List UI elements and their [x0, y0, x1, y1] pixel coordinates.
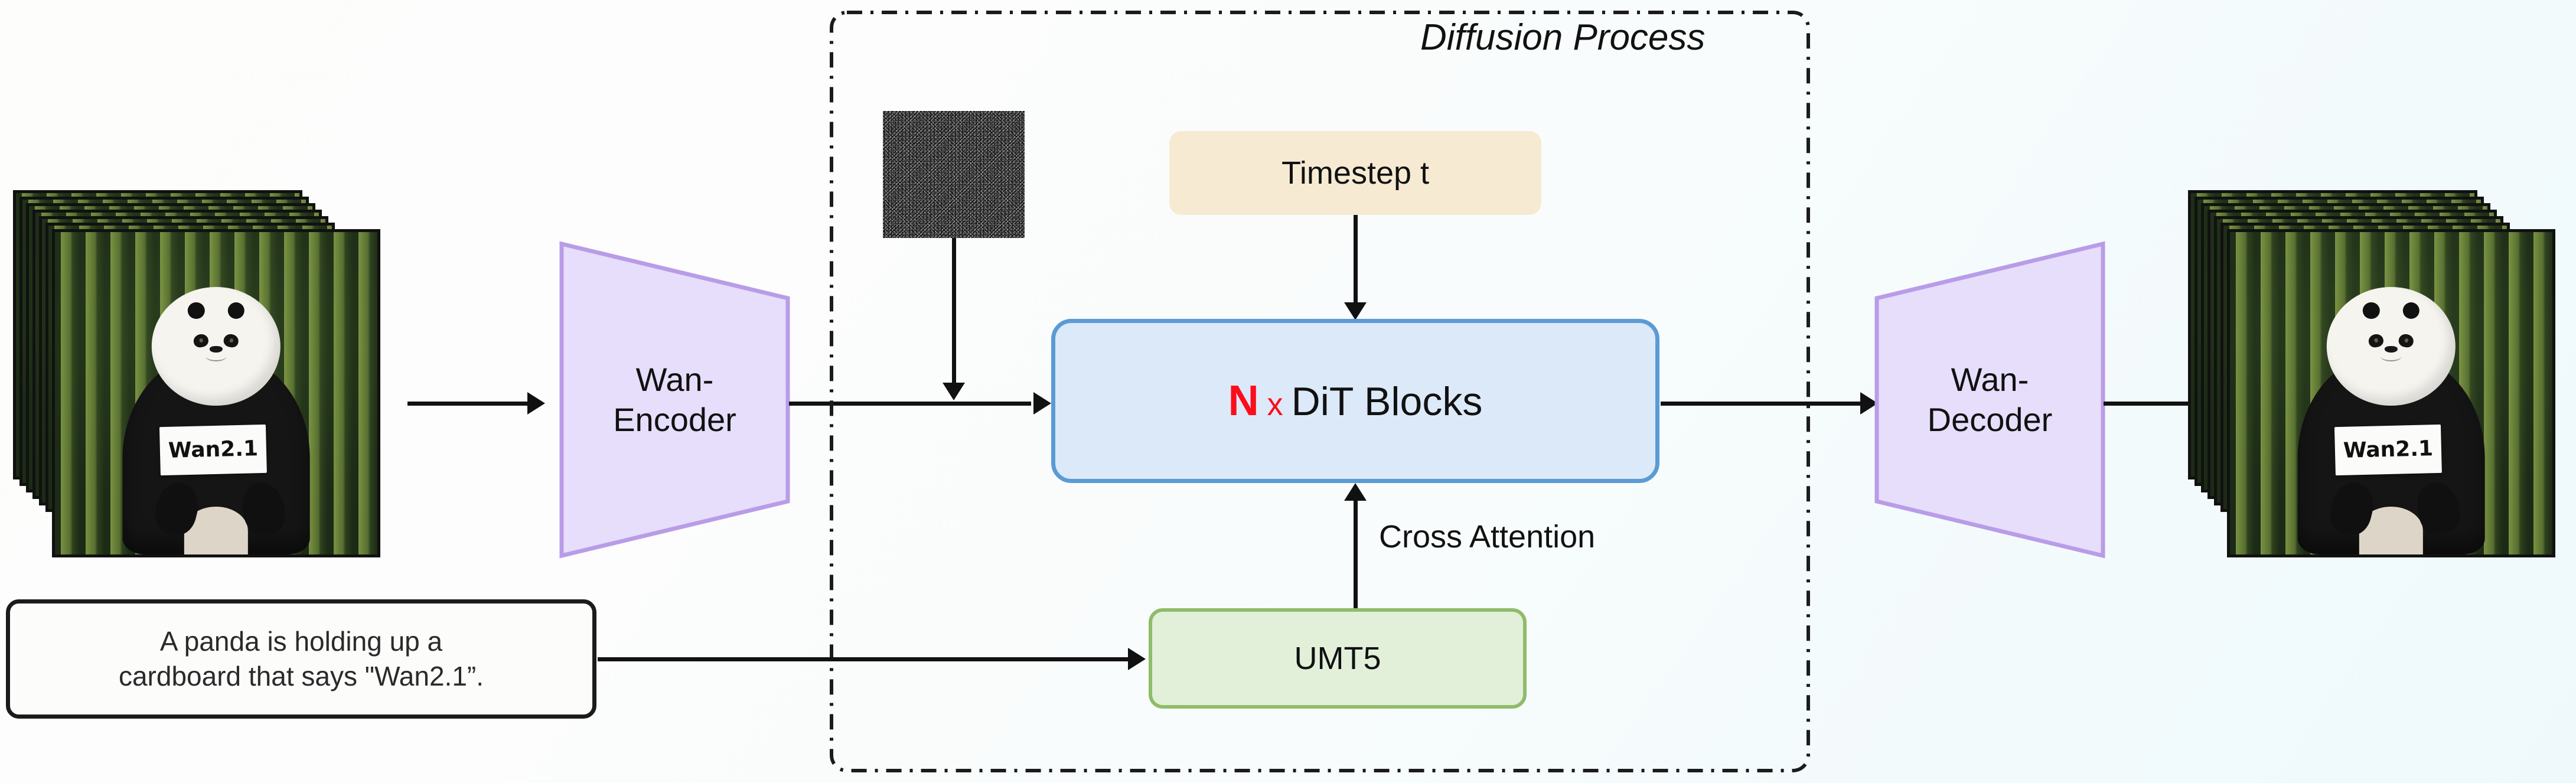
panda-sign-text: Wan2.1: [167, 436, 259, 463]
arrow-input-to-encoder-line: [407, 402, 531, 406]
arrow-encoder-to-dit-head: [1033, 392, 1051, 415]
wan-decoder-shape: [1874, 241, 2105, 559]
wan-encoder-block[interactable]: Wan- Encoder: [558, 240, 791, 559]
panda-head: [2326, 286, 2456, 406]
wan-decoder-label-line2: Decoder: [1927, 401, 2053, 438]
arrow-noise-to-flow-head: [943, 383, 965, 400]
timestep-block[interactable]: Timestep t: [1169, 131, 1541, 215]
panda-sign-card: Wan2.1: [2334, 424, 2442, 475]
diffusion-process-title: Diffusion Process: [1420, 17, 1706, 58]
umt5-label: UMT5: [1294, 641, 1381, 676]
output-video-frame-stack: Wan2.1: [2188, 190, 2576, 574]
prompt-line-1: A panda is holding up a: [159, 626, 443, 657]
wan-encoder-shape: [559, 241, 790, 559]
arrow-input-to-encoder-head: [527, 392, 545, 415]
prompt-textbox[interactable]: A panda is holding up a cardboard that s…: [6, 599, 596, 719]
wan-decoder-label-line1: Wan-: [1951, 360, 2029, 398]
diffusion-process-boundary: [830, 11, 1810, 772]
timestep-label: Timestep t: [1281, 155, 1430, 191]
umt5-block[interactable]: UMT5: [1149, 608, 1527, 709]
input-frame-front: Wan2.1: [52, 229, 380, 557]
dit-blocks-label: DiT Blocks: [1291, 379, 1483, 424]
arrow-prompt-to-umt5-line: [598, 657, 1129, 661]
dit-block-multiplier: x: [1267, 387, 1283, 422]
dit-blocks-block[interactable]: N x DiT Blocks: [1051, 319, 1659, 483]
arrow-cross-attention-head: [1344, 483, 1367, 501]
prompt-line-2: cardboard that says "Wan2.1”.: [118, 661, 484, 691]
arrow-timestep-to-dit-head: [1344, 302, 1367, 320]
panda-sign-card: Wan2.1: [159, 424, 267, 475]
arrow-noise-to-flow-line: [952, 238, 956, 384]
dit-block-count: N: [1228, 377, 1259, 425]
arrow-dit-to-decoder-line: [1661, 402, 1861, 406]
cross-attention-label: Cross Attention: [1379, 519, 1596, 554]
gaussian-noise-patch: [883, 111, 1025, 238]
wan-decoder-block[interactable]: Wan- Decoder: [1873, 240, 2107, 559]
arrow-cross-attention-line: [1354, 501, 1358, 608]
arrow-encoder-to-dit-line: [789, 402, 1031, 406]
arrow-timestep-to-dit-line: [1354, 215, 1358, 305]
output-frame-front: Wan2.1: [2227, 229, 2555, 557]
panda-head: [151, 286, 281, 406]
wan-encoder-label-line1: Wan-: [635, 360, 714, 398]
wan-encoder-label-line2: Encoder: [613, 401, 736, 438]
panda-sign-text: Wan2.1: [2342, 436, 2434, 463]
input-video-frame-stack: Wan2.1: [13, 190, 403, 574]
arrow-decoder-to-output-line: [2104, 402, 2192, 406]
arrow-prompt-to-umt5-head: [1128, 648, 1146, 670]
